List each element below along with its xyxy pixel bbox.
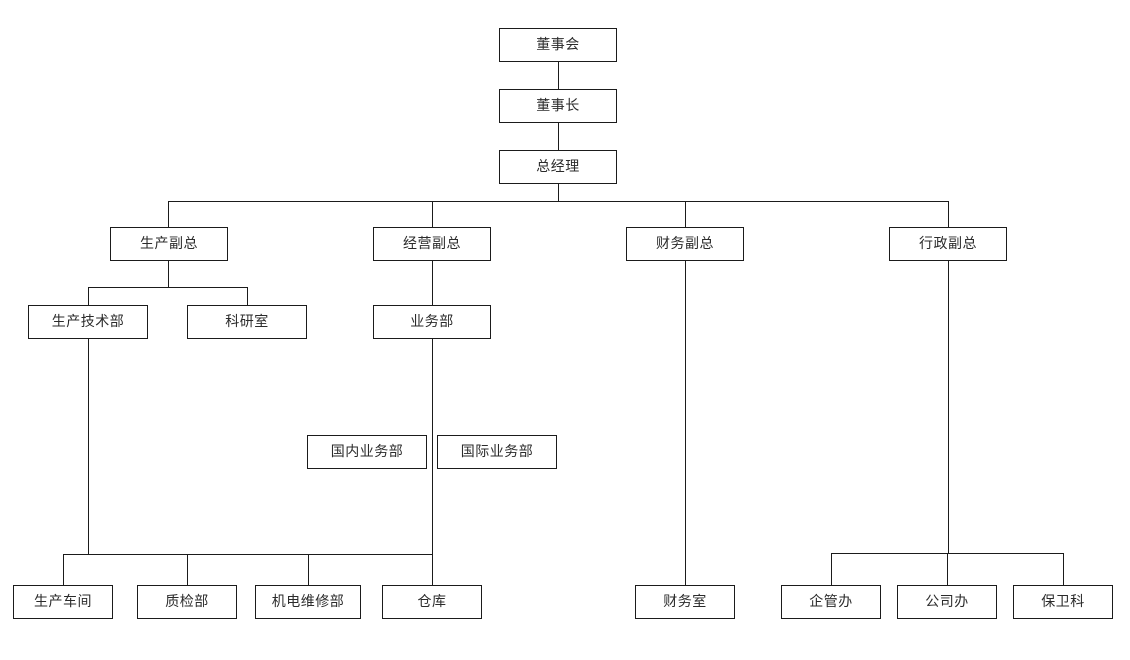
connector-e-vpoper-down	[432, 261, 433, 305]
org-node-intl-business[interactable]: 国际业务部	[437, 435, 557, 469]
connector-e-chairman-gm	[558, 123, 559, 150]
org-node-vp-finance[interactable]: 财务副总	[626, 227, 744, 261]
org-node-domestic-business[interactable]: 国内业务部	[307, 435, 427, 469]
connector-e-vpfin-down	[685, 261, 686, 585]
org-node-security-dept[interactable]: 保卫科	[1013, 585, 1113, 619]
connector-e-business-down	[432, 339, 433, 585]
org-node-workshop[interactable]: 生产车间	[13, 585, 113, 619]
org-node-board[interactable]: 董事会	[499, 28, 617, 62]
connector-e-tech-down	[88, 339, 89, 555]
org-node-enterprise-office[interactable]: 企管办	[781, 585, 881, 619]
connector-e-bus-security	[1063, 553, 1064, 585]
connector-e-bus-workshop	[63, 554, 64, 585]
connector-e-bus-vp-finance	[685, 201, 686, 227]
org-node-vp-production[interactable]: 生产副总	[110, 227, 228, 261]
org-node-production-tech[interactable]: 生产技术部	[28, 305, 148, 339]
connector-e-vpprod-bus	[88, 287, 248, 288]
org-node-vp-admin[interactable]: 行政副总	[889, 227, 1007, 261]
connector-e-bus-vp-admin	[948, 201, 949, 227]
connector-e-vpprod-to-tech	[88, 287, 89, 305]
connector-e-bus-enterprise	[831, 553, 832, 585]
connector-e-gm-bus	[558, 184, 559, 201]
connector-e-bus-company	[947, 553, 948, 585]
connector-e-bottomleft-bus	[63, 554, 433, 555]
org-node-vp-operations[interactable]: 经营副总	[373, 227, 491, 261]
org-node-maintenance-dept[interactable]: 机电维修部	[255, 585, 361, 619]
connector-e-bus-quality	[187, 554, 188, 585]
connector-e-bus-maintenance	[308, 554, 309, 585]
org-node-warehouse[interactable]: 仓库	[382, 585, 482, 619]
org-node-general-manager[interactable]: 总经理	[499, 150, 617, 184]
connector-e-vpprod-down	[168, 261, 169, 287]
connector-e-vpadmin-down	[948, 261, 949, 554]
connector-e-bus-vp-operations	[432, 201, 433, 227]
org-node-quality-dept[interactable]: 质检部	[137, 585, 237, 619]
org-node-research-office[interactable]: 科研室	[187, 305, 307, 339]
connector-e-bus-vp-production	[168, 201, 169, 227]
org-node-company-office[interactable]: 公司办	[897, 585, 997, 619]
connector-e-board-chairman	[558, 62, 559, 89]
connector-e-vpprod-to-research	[247, 287, 248, 305]
org-node-chairman[interactable]: 董事长	[499, 89, 617, 123]
org-node-business-dept[interactable]: 业务部	[373, 305, 491, 339]
connector-e-bus-level3	[168, 201, 949, 202]
org-node-finance-office[interactable]: 财务室	[635, 585, 735, 619]
